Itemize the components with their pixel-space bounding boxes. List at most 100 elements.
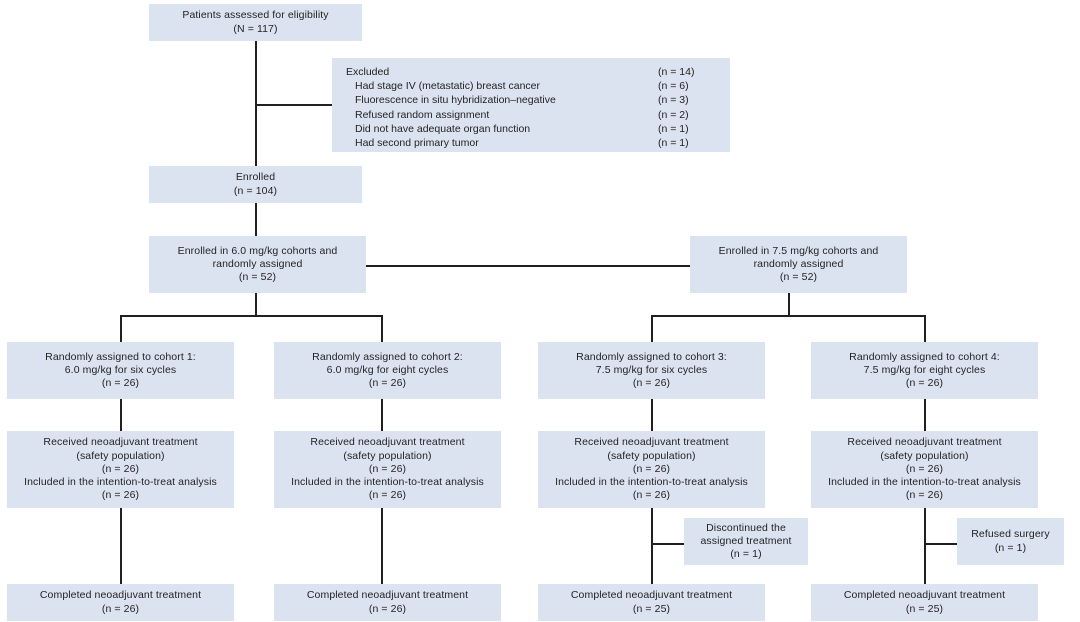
node-line: (n = 26) — [368, 377, 407, 390]
node-line: (n = 104) — [233, 184, 278, 197]
node-line: 7.5 mg/kg for eight cycles — [863, 363, 986, 376]
node-cohort3-received: Received neoadjuvant treatment (safety p… — [538, 431, 765, 508]
node-line: Included in the intention-to-treat analy… — [555, 476, 748, 489]
connector-75-down — [788, 292, 790, 316]
node-line: Randomly assigned to cohort 4: — [849, 350, 1000, 363]
node-line: (n = 26) — [101, 602, 140, 615]
node-line: Completed neoadjuvant treatment — [306, 589, 469, 602]
connector-enrolled-to-split — [255, 202, 257, 237]
connector-75-branch-bar — [651, 315, 926, 317]
node-line: (n = 26) — [632, 377, 671, 390]
connector-cohort2-assigned-to-received — [381, 399, 383, 431]
node-cohort1-assigned: Randomly assigned to cohort 1: 6.0 mg/kg… — [7, 342, 234, 399]
node-line: (n = 26) — [368, 489, 407, 502]
excluded-item-count: (n = 3) — [658, 94, 689, 107]
node-line: Enrolled in 7.5 mg/kg cohorts and — [718, 244, 879, 257]
node-line: (safety population) — [343, 449, 432, 462]
node-line: 6.0 mg/kg for eight cycles — [326, 363, 449, 376]
node-line: Received neoadjuvant treatment — [574, 436, 729, 449]
connector-cohort1-assigned-to-received — [120, 399, 122, 431]
connector-cohort4-to-dropout — [924, 543, 958, 545]
node-line: Included in the intention-to-treat analy… — [291, 476, 484, 489]
node-line: randomly assigned — [212, 257, 303, 270]
node-enrolled: Enrolled (n = 104) — [149, 166, 362, 203]
connector-to-cohort4 — [924, 315, 926, 342]
excluded-item-count: (n = 1) — [658, 137, 689, 150]
node-line: Received neoadjuvant treatment — [310, 436, 465, 449]
node-cohort3-assigned: Randomly assigned to cohort 3: 7.5 mg/kg… — [538, 342, 765, 399]
excluded-item-label: Had stage IV (metastatic) breast cancer — [355, 80, 540, 93]
node-line: Enrolled in 6.0 mg/kg cohorts and — [177, 244, 338, 257]
excluded-item-count: (n = 14) — [658, 66, 695, 78]
node-line: (n = 52) — [779, 271, 818, 284]
node-line: Randomly assigned to cohort 3: — [576, 350, 727, 363]
excluded-item-label: Excluded — [346, 66, 390, 78]
node-cohort3-completed: Completed neoadjuvant treatment (n = 25) — [538, 584, 765, 621]
connector-cohort3-to-dropout — [651, 543, 685, 545]
node-line: randomly assigned — [753, 257, 844, 270]
node-cohort4-refused-surgery: Refused surgery (n = 1) — [957, 518, 1064, 565]
excluded-item-label: Refused random assignment — [355, 108, 490, 121]
node-enrolled-60mgkg: Enrolled in 6.0 mg/kg cohorts and random… — [149, 236, 366, 293]
excluded-item: Had stage IV (metastatic) breast cancer … — [346, 79, 718, 93]
node-line: (n = 26) — [905, 462, 944, 475]
connector-to-cohort2 — [381, 315, 383, 342]
node-cohort1-received: Received neoadjuvant treatment (safety p… — [7, 431, 234, 508]
node-line: (n = 26) — [632, 489, 671, 502]
excluded-item-count: (n = 2) — [658, 108, 689, 121]
connector-assessed-to-excluded-stem — [255, 40, 257, 106]
excluded-item: Fluorescence in situ hybridization–negat… — [346, 93, 718, 107]
node-cohort2-received: Received neoadjuvant treatment (safety p… — [274, 431, 501, 508]
node-line: (n = 26) — [368, 462, 407, 475]
node-line: Received neoadjuvant treatment — [43, 436, 198, 449]
excluded-item-count: (n = 6) — [658, 80, 689, 93]
connector-to-cohort3 — [651, 315, 653, 342]
node-line: Randomly assigned to cohort 2: — [312, 350, 463, 363]
node-cohort2-assigned: Randomly assigned to cohort 2: 6.0 mg/kg… — [274, 342, 501, 399]
node-cohort3-discontinued: Discontinued the assigned treatment (n =… — [684, 518, 808, 565]
connector-60-to-75-horizontal — [366, 265, 691, 267]
node-cohort1-completed: Completed neoadjuvant treatment (n = 26) — [7, 584, 234, 621]
node-line: Included in the intention-to-treat analy… — [24, 476, 217, 489]
node-line: Completed neoadjuvant treatment — [570, 589, 733, 602]
excluded-item-label: Did not have adequate organ function — [355, 122, 531, 135]
excluded-item-label: Had second primary tumor — [355, 137, 479, 150]
excluded-item: Did not have adequate organ function (n … — [346, 122, 718, 136]
node-line: Patients assessed for eligibility — [182, 9, 329, 22]
excluded-item-label: Fluorescence in situ hybridization–negat… — [355, 94, 556, 107]
node-line: Enrolled — [235, 171, 276, 184]
node-line: (n = 26) — [905, 377, 944, 390]
node-line: 7.5 mg/kg for six cycles — [595, 363, 708, 376]
node-line: Included in the intention-to-treat analy… — [828, 476, 1021, 489]
node-line: (safety population) — [76, 449, 165, 462]
node-cohort4-received: Received neoadjuvant treatment (safety p… — [811, 431, 1038, 508]
node-line: (n = 26) — [101, 377, 140, 390]
connector-60-down — [255, 292, 257, 316]
node-enrolled-75mgkg: Enrolled in 7.5 mg/kg cohorts and random… — [690, 236, 907, 293]
node-line: (n = 25) — [632, 602, 671, 615]
node-line: (n = 26) — [905, 489, 944, 502]
node-line: Discontinued the — [706, 521, 786, 534]
node-excluded: Excluded (n = 14) Had stage IV (metastat… — [332, 58, 730, 152]
excluded-item: Refused random assignment (n = 2) — [346, 108, 718, 122]
node-line: (n = 25) — [905, 602, 944, 615]
excluded-item: Excluded (n = 14) — [346, 65, 718, 79]
node-line: Completed neoadjuvant treatment — [39, 589, 202, 602]
connector-cohort3-assigned-to-received — [651, 399, 653, 431]
connector-cohort3-received-to-completed — [651, 508, 653, 584]
node-line: Received neoadjuvant treatment — [847, 436, 1002, 449]
node-line: (n = 1) — [730, 548, 762, 561]
excluded-item-count: (n = 1) — [658, 122, 689, 135]
excluded-item: Had second primary tumor (n = 1) — [346, 136, 718, 150]
node-cohort4-completed: Completed neoadjuvant treatment (n = 25) — [811, 584, 1038, 621]
node-line: assigned treatment — [700, 534, 792, 547]
node-cohort2-completed: Completed neoadjuvant treatment (n = 26) — [274, 584, 501, 621]
node-line: 6.0 mg/kg for six cycles — [64, 363, 177, 376]
connector-cohort1-received-to-completed — [120, 508, 122, 584]
node-line: (safety population) — [880, 449, 969, 462]
connector-to-cohort1 — [120, 315, 122, 342]
node-line: Randomly assigned to cohort 1: — [45, 350, 196, 363]
connector-to-excluded-box — [255, 104, 332, 106]
node-line: (n = 26) — [368, 602, 407, 615]
connector-assessed-to-enrolled — [255, 104, 257, 167]
